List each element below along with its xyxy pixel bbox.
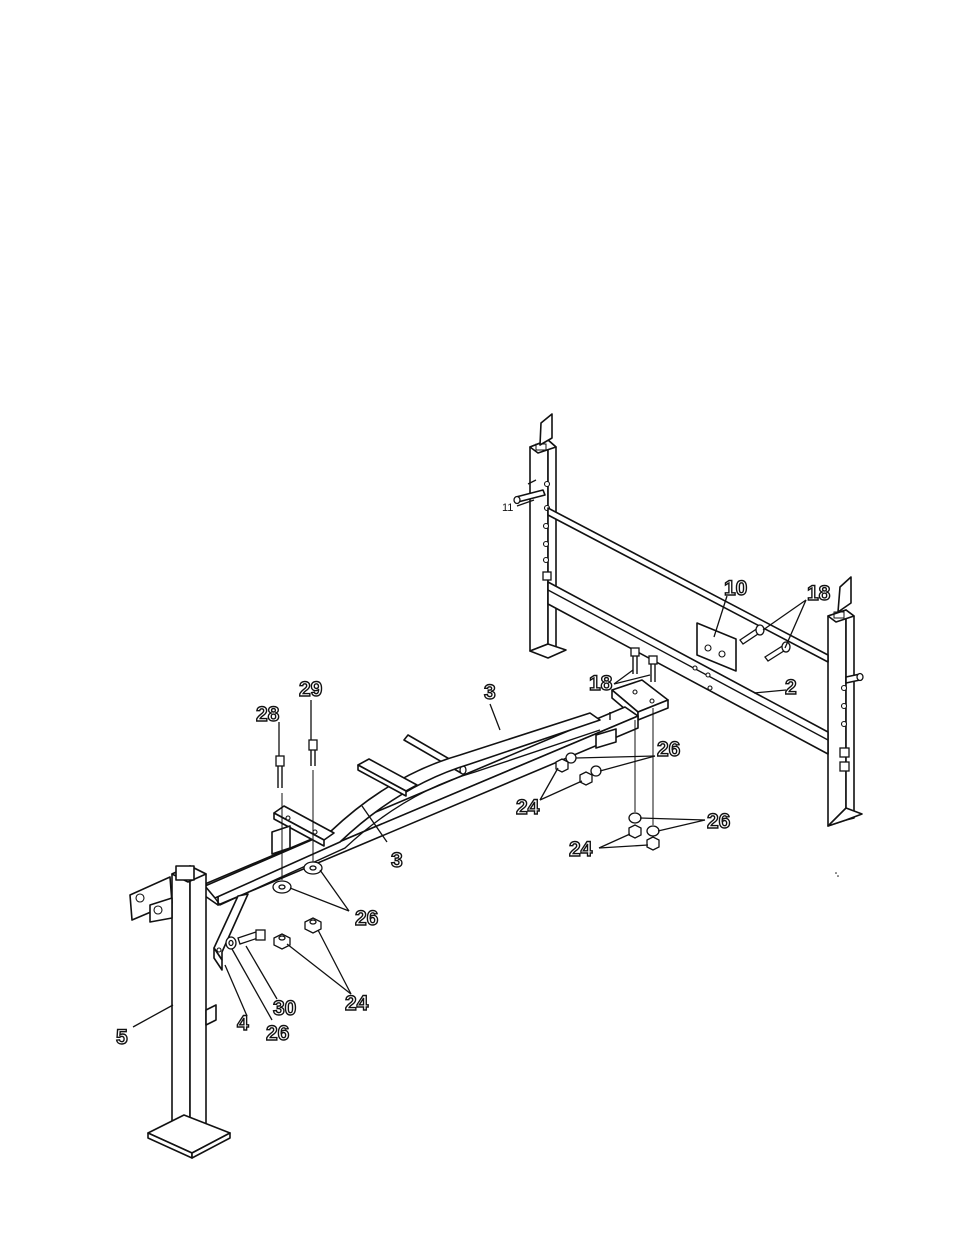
callout-30: 30 [273,997,296,1020]
callout-18-upper: 18 [807,582,831,605]
callout-5: 5 [116,1026,128,1049]
callout-10: 10 [724,577,747,600]
callout-3-upper: 3 [484,681,496,704]
callout-24-plate: 24 [516,796,540,819]
callout-28: 28 [256,703,280,726]
nuts-24-left [274,918,321,949]
callout-24-left: 24 [345,992,369,1015]
callout-3-lower: 3 [391,849,403,872]
callout-11: 11 [502,502,513,514]
rear-left-upright [530,414,566,658]
callout-26-plate: 26 [657,738,680,761]
callout-2: 2 [785,676,797,699]
callout-26-side: 26 [266,1022,289,1045]
bolt-28 [276,756,284,788]
callout-18-lower: 18 [589,672,613,695]
bolt-30 [238,930,265,944]
callout-26-right: 26 [707,810,730,833]
callout-24-right: 24 [569,838,593,861]
rear-right-upright [828,577,862,826]
nuts-24-right [556,759,659,850]
bolt-29 [309,740,317,766]
front-upright-5 [130,866,230,1158]
washer-26-side [226,937,236,949]
callout-26-left: 26 [355,907,378,930]
washers-26-right [566,753,659,836]
callout-29: 29 [299,678,322,701]
callout-4: 4 [237,1012,249,1035]
front-bar-3-upper [205,707,638,905]
